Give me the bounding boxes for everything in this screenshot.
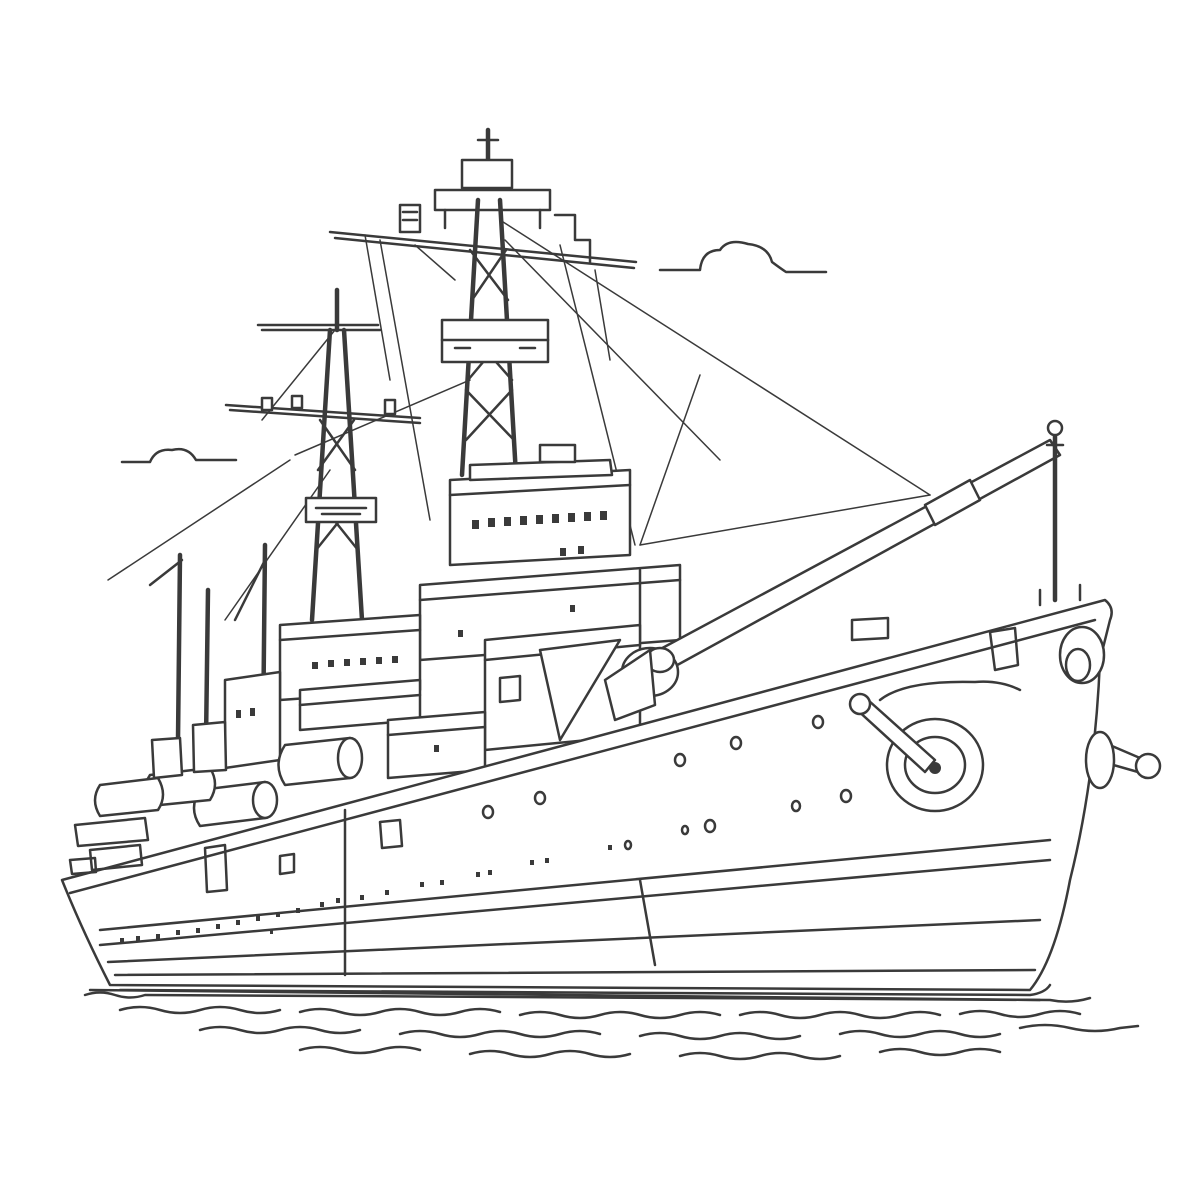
hull-hatches xyxy=(203,818,404,894)
side-cannon xyxy=(848,692,985,813)
cloud-right xyxy=(658,240,828,274)
superstructure xyxy=(223,443,682,780)
rigging-lines xyxy=(107,219,931,621)
torpedo-tubes xyxy=(68,720,364,876)
main-mast xyxy=(328,127,638,478)
bow-box xyxy=(850,616,890,642)
cloud-left xyxy=(120,447,238,464)
anchor-hawse xyxy=(988,625,1106,685)
bow-flag-mast xyxy=(1038,419,1082,607)
water-waves xyxy=(83,991,1140,1061)
portholes xyxy=(481,714,853,851)
deck-windows xyxy=(236,511,607,752)
main-gun xyxy=(603,438,1062,722)
fore-mast xyxy=(224,287,422,623)
bow-gun xyxy=(1084,730,1162,790)
